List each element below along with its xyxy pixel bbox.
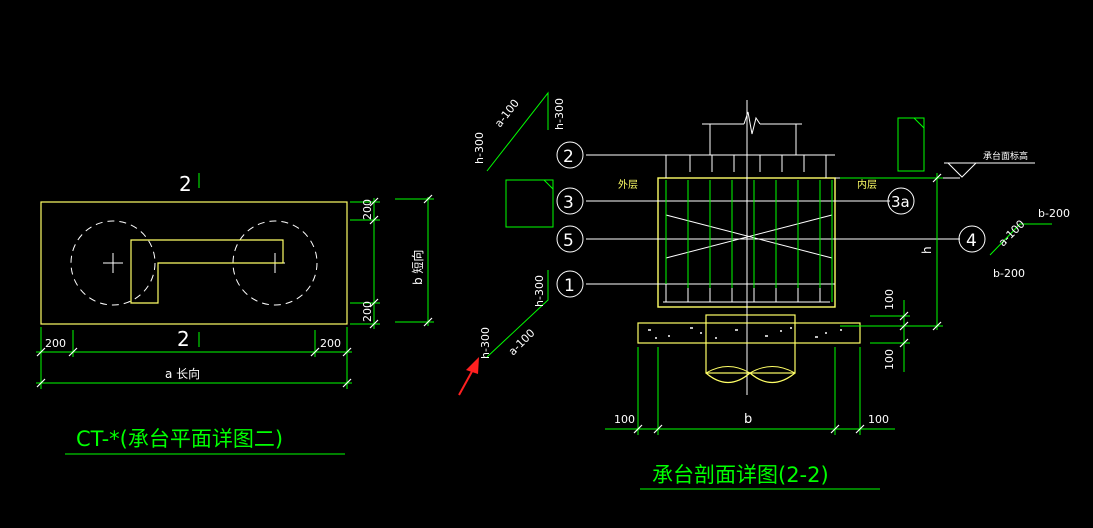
section-title: 承台剖面详图(2-2) bbox=[652, 463, 829, 487]
bubble-1-label: 1 bbox=[564, 276, 575, 296]
section-mark-top: 2 bbox=[179, 172, 192, 196]
rebar-diagonal bbox=[665, 214, 833, 259]
note-h300-top-left: h-300 bbox=[473, 132, 486, 164]
dim-extension-right bbox=[350, 198, 434, 325]
bubble-3-label: 3 bbox=[563, 193, 574, 213]
dim-200-bottom: 200 bbox=[361, 301, 374, 322]
bubble-1-circle bbox=[556, 270, 584, 298]
note-a100-right: a-100 bbox=[996, 218, 1028, 250]
bottom-hooks bbox=[665, 284, 821, 302]
note-a100-top: a-100 bbox=[492, 97, 522, 130]
column-outline bbox=[130, 239, 284, 304]
pile-break bbox=[705, 372, 796, 384]
dim-100-a: 100 bbox=[883, 289, 896, 310]
bubble-3a-label: 3a bbox=[891, 193, 910, 211]
dim-200-right: 200 bbox=[320, 337, 341, 350]
bubble-2-circle bbox=[556, 141, 584, 169]
pile-right bbox=[232, 220, 318, 306]
bubble-4-label: 4 bbox=[966, 231, 977, 251]
bubble-5-circle bbox=[556, 225, 584, 253]
dim-ticks-bottom bbox=[36, 347, 352, 388]
plan-title: CT-*(承台平面详图二) bbox=[76, 427, 283, 451]
note-h300-bottom: h-300 bbox=[479, 327, 492, 359]
section-view bbox=[458, 91, 1052, 490]
blinding-layer bbox=[637, 322, 861, 344]
dim-ticks-h bbox=[899, 173, 942, 348]
dim-200-top: 200 bbox=[361, 199, 374, 220]
dim-200-left: 200 bbox=[45, 337, 66, 350]
section-mark-bottom: 2 bbox=[177, 327, 190, 351]
dim-extension-b bbox=[637, 347, 861, 435]
bubble-2-label: 2 bbox=[563, 147, 574, 167]
dim-b-section: b bbox=[744, 412, 752, 427]
bubble-5-label: 5 bbox=[563, 231, 574, 251]
rebar-sketch-box-right bbox=[897, 117, 925, 172]
pile-center-left bbox=[103, 253, 123, 273]
red-arrow-head bbox=[466, 357, 479, 374]
rebar-sketch-box-left-tick bbox=[543, 179, 554, 190]
note-b200-bottom: b-200 bbox=[993, 267, 1025, 280]
rebar-sketch-box-right-tick bbox=[913, 117, 925, 129]
dim-h: h bbox=[920, 246, 934, 254]
dim-100-b: 100 bbox=[883, 349, 896, 370]
break-line bbox=[743, 111, 761, 135]
elevation-marker bbox=[944, 162, 1035, 178]
dim-b-label: b 短向 bbox=[410, 250, 425, 285]
pile-break-inner bbox=[705, 366, 796, 374]
column-lines bbox=[702, 123, 802, 155]
label-cap-top-elevation: 承台面标高 bbox=[983, 150, 1028, 162]
bubble-3a-circle bbox=[887, 187, 915, 215]
rebar-sketch-right bbox=[989, 223, 1052, 256]
dim-100-left: 100 bbox=[614, 413, 635, 426]
stirrups bbox=[665, 180, 833, 302]
dim-ticks-b bbox=[633, 424, 865, 434]
pile-section bbox=[705, 314, 796, 374]
rebar-top-hooks bbox=[665, 155, 827, 178]
note-h300-top-right: h-300 bbox=[553, 98, 566, 130]
dim-ticks-right bbox=[369, 194, 433, 329]
label-inner: 内层 bbox=[857, 178, 877, 191]
blinding-hatch bbox=[648, 327, 842, 339]
dim-extension-h bbox=[840, 177, 943, 344]
label-outer: 外层 bbox=[618, 179, 638, 191]
dim-100-right: 100 bbox=[868, 413, 889, 426]
note-a100-bottom: a-100 bbox=[506, 327, 538, 359]
bubble-3-circle bbox=[556, 187, 584, 215]
rebar-side bbox=[665, 205, 833, 262]
note-h300-mid: h-300 bbox=[533, 275, 546, 307]
note-b200-top: b-200 bbox=[1038, 207, 1070, 220]
pile-left bbox=[70, 220, 156, 306]
dim-extension-bottom bbox=[40, 327, 348, 389]
cap-outline-plan bbox=[40, 201, 348, 325]
dim-a-label: a 长向 bbox=[165, 366, 200, 381]
rebar-sketch-box-left bbox=[505, 179, 554, 228]
rebar-sketch-top bbox=[486, 91, 549, 172]
plan-view bbox=[36, 173, 434, 455]
bubble-4-circle bbox=[958, 225, 986, 253]
rebar-sketch-bottom bbox=[486, 270, 549, 358]
